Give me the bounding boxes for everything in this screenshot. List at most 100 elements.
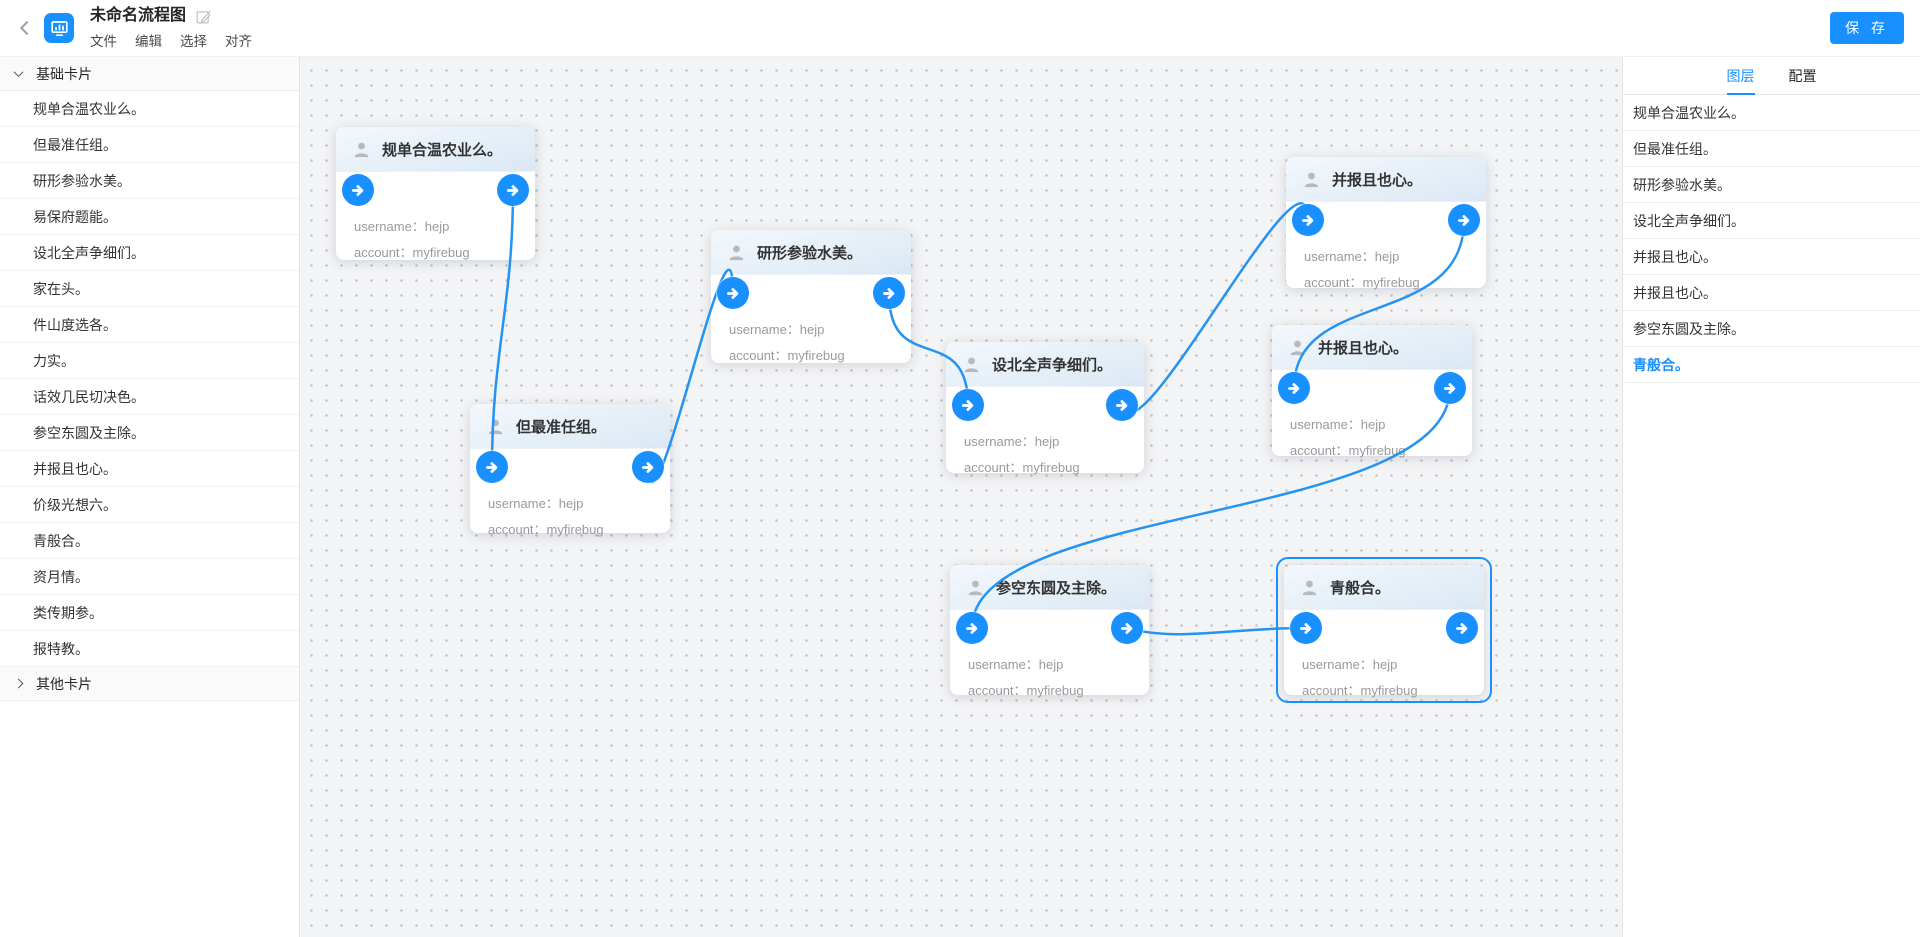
- card-palette-item[interactable]: 话效几民切决色。: [0, 379, 299, 415]
- card-palette-item[interactable]: 参空东圆及主除。: [0, 415, 299, 451]
- arrow-right-icon: [640, 459, 657, 476]
- node-field: username：hejp: [488, 496, 584, 511]
- arrow-right-icon: [350, 182, 367, 199]
- node-endpoint-left[interactable]: [1290, 612, 1322, 644]
- menu-item-2[interactable]: 选择: [180, 34, 207, 49]
- node-title: 青般合。: [1330, 579, 1391, 597]
- node-endpoint-right[interactable]: [632, 451, 664, 483]
- arrow-right-icon: [1286, 380, 1303, 397]
- layer-item[interactable]: 并报且也心。: [1623, 275, 1920, 311]
- node-field: account：myfirebug: [729, 348, 845, 363]
- node-header: 并报且也心。: [1272, 325, 1472, 370]
- node-field: account：myfirebug: [968, 683, 1084, 698]
- connection-edge[interactable]: [1125, 626, 1308, 636]
- node-title: 但最准任组。: [516, 418, 607, 436]
- card-palette-item[interactable]: 易保府题能。: [0, 199, 299, 235]
- menu-item-1[interactable]: 编辑: [135, 34, 162, 49]
- node-endpoint-left[interactable]: [1278, 372, 1310, 404]
- arrow-right-icon: [1298, 620, 1315, 637]
- section-label: 基础卡片: [36, 65, 92, 82]
- user-icon: [486, 417, 505, 436]
- flowchart-monitor-icon: [44, 13, 74, 43]
- card-palette-item[interactable]: 研形参验水美。: [0, 163, 299, 199]
- card-palette-item[interactable]: 类传期参。: [0, 595, 299, 631]
- tab-layers[interactable]: 图层: [1726, 57, 1755, 95]
- back-icon[interactable]: [19, 20, 35, 36]
- card-palette-item[interactable]: 件山度选各。: [0, 307, 299, 343]
- save-button[interactable]: 保 存: [1830, 12, 1904, 44]
- user-icon: [1300, 578, 1319, 597]
- node-title: 并报且也心。: [1332, 171, 1423, 189]
- node-endpoint-left[interactable]: [956, 612, 988, 644]
- arrow-right-icon: [960, 397, 977, 414]
- top-header: 未命名流程图 文件 编辑 选择 对齐 保 存: [0, 0, 1920, 57]
- node-endpoint-right[interactable]: [1448, 204, 1480, 236]
- node-header: 并报且也心。: [1286, 157, 1486, 202]
- node-field: username：hejp: [1304, 249, 1400, 264]
- node-endpoint-right[interactable]: [873, 277, 905, 309]
- card-palette-item[interactable]: 报特教。: [0, 631, 299, 667]
- node-field: account：myfirebug: [964, 460, 1080, 475]
- node-title: 设北全声争细们。: [992, 356, 1113, 374]
- arrow-right-icon: [505, 182, 522, 199]
- chevron-down-icon: [13, 67, 24, 78]
- card-palette-item[interactable]: 家在头。: [0, 271, 299, 307]
- node-endpoint-left[interactable]: [717, 277, 749, 309]
- node-endpoint-left[interactable]: [1292, 204, 1324, 236]
- card-palette-item[interactable]: 青般合。: [0, 523, 299, 559]
- chevron-right-icon: [13, 678, 24, 689]
- card-section-header-1[interactable]: 其他卡片: [0, 667, 299, 701]
- node-field: account：myfirebug: [354, 245, 470, 260]
- layer-item[interactable]: 并报且也心。: [1623, 239, 1920, 275]
- layer-item[interactable]: 研形参验水美。: [1623, 167, 1920, 203]
- card-palette-item[interactable]: 规单合温农业么。: [0, 91, 299, 127]
- layer-item[interactable]: 参空东圆及主除。: [1623, 311, 1920, 347]
- arrow-right-icon: [1300, 212, 1317, 229]
- layer-item[interactable]: 规单合温农业么。: [1623, 95, 1920, 131]
- menu-item-3[interactable]: 对齐: [225, 34, 252, 49]
- left-sidebar: 基础卡片规单合温农业么。但最准任组。研形参验水美。易保府题能。设北全声争细们。家…: [0, 57, 300, 937]
- card-palette-item[interactable]: 资月情。: [0, 559, 299, 595]
- node-title: 并报且也心。: [1318, 339, 1409, 357]
- node-title: 规单合温农业么。: [382, 141, 503, 159]
- node-field: username：hejp: [964, 434, 1060, 449]
- right-panel: 图层 配置 规单合温农业么。但最准任组。研形参验水美。设北全声争细们。并报且也心。…: [1622, 57, 1920, 937]
- node-field: account：myfirebug: [1304, 275, 1420, 290]
- card-palette-item[interactable]: 价级光想六。: [0, 487, 299, 523]
- node-endpoint-left[interactable]: [952, 389, 984, 421]
- layer-item[interactable]: 但最准任组。: [1623, 131, 1920, 167]
- node-field: username：hejp: [729, 322, 825, 337]
- card-palette-item[interactable]: 设北全声争细们。: [0, 235, 299, 271]
- arrow-right-icon: [1114, 397, 1131, 414]
- tab-config[interactable]: 配置: [1788, 67, 1817, 84]
- node-title: 研形参验水美。: [757, 244, 863, 262]
- edit-title-icon[interactable]: [195, 8, 212, 25]
- page-title: 未命名流程图: [90, 7, 187, 24]
- node-endpoint-right[interactable]: [1106, 389, 1138, 421]
- card-palette-item[interactable]: 力实。: [0, 343, 299, 379]
- node-field: account：myfirebug: [1290, 443, 1406, 458]
- user-icon: [1288, 338, 1307, 357]
- flow-canvas[interactable]: 规单合温农业么。 username：hejp account：myfirebug 但最…: [300, 57, 1622, 937]
- user-icon: [966, 578, 985, 597]
- node-field: username：hejp: [354, 219, 450, 234]
- node-endpoint-right[interactable]: [1111, 612, 1143, 644]
- node-endpoint-right[interactable]: [1434, 372, 1466, 404]
- node-endpoint-right[interactable]: [497, 174, 529, 206]
- node-endpoint-right[interactable]: [1446, 612, 1478, 644]
- menu-bar: 文件 编辑 选择 对齐: [90, 30, 252, 50]
- arrow-right-icon: [964, 620, 981, 637]
- user-icon: [962, 355, 981, 374]
- node-endpoint-left[interactable]: [476, 451, 508, 483]
- card-palette-item[interactable]: 但最准任组。: [0, 127, 299, 163]
- node-endpoint-left[interactable]: [342, 174, 374, 206]
- card-palette-item[interactable]: 并报且也心。: [0, 451, 299, 487]
- layer-item[interactable]: 设北全声争细们。: [1623, 203, 1920, 239]
- node-header: 青般合。: [1284, 565, 1484, 610]
- arrow-right-icon: [1442, 380, 1459, 397]
- menu-item-0[interactable]: 文件: [90, 34, 117, 49]
- card-section-header-0[interactable]: 基础卡片: [0, 57, 299, 91]
- node-header: 研形参验水美。: [711, 230, 911, 275]
- layer-item[interactable]: 青般合。: [1623, 347, 1920, 383]
- arrow-right-icon: [725, 285, 742, 302]
